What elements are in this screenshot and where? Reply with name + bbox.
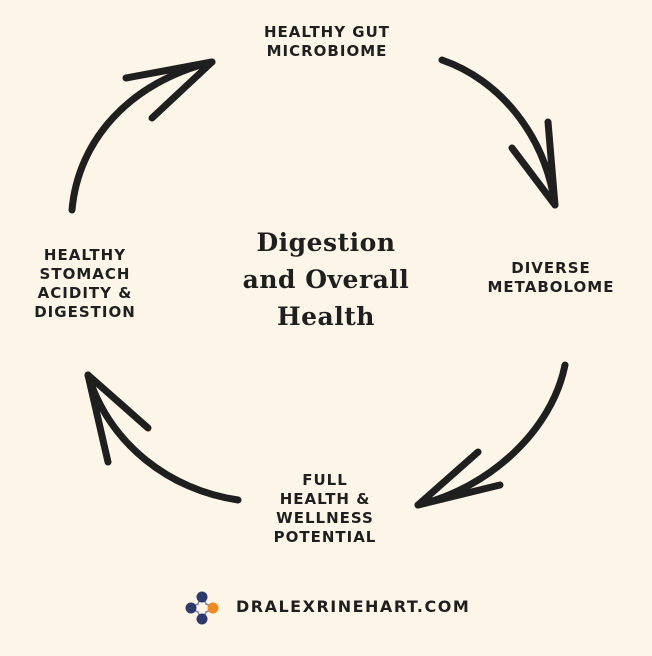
node-healthy-stomach-acidity-digestion: HEALTHY STOMACH ACIDITY & DIGESTION — [10, 246, 160, 322]
arrow-top-to-right — [438, 56, 559, 209]
center-title-line: and Overall — [242, 265, 410, 294]
website-url[interactable]: DRALEXRINEHART.COM — [236, 597, 471, 616]
center-title-line: Health — [277, 302, 375, 331]
node-healthy-gut-microbiome: HEALTHY GUT MICROBIOME — [236, 23, 418, 61]
node-line: METABOLOME — [487, 278, 615, 296]
node-line: DIVERSE — [511, 259, 591, 277]
arrow-bottom-to-left — [84, 371, 242, 504]
node-line: MICROBIOME — [266, 42, 388, 60]
node-full-health-wellness-potential: FULL HEALTH & WELLNESS POTENTIAL — [250, 471, 400, 547]
node-diverse-metabolome: DIVERSE METABOLOME — [470, 259, 632, 297]
four-dots-cross-logo-icon — [185, 591, 219, 625]
node-line: STOMACH — [39, 265, 131, 283]
node-line: DIGESTION — [34, 303, 136, 321]
arrow-right-to-bottom — [414, 361, 569, 509]
arrow-left-to-top — [68, 58, 216, 214]
node-line: WELLNESS — [276, 509, 374, 527]
node-line: HEALTHY — [43, 246, 127, 264]
node-line: POTENTIAL — [273, 528, 377, 546]
footer-brand: DRALEXRINEHART.COM — [180, 586, 480, 630]
node-line: HEALTHY GUT — [263, 23, 391, 41]
center-title: Digestion and Overall Health — [206, 224, 446, 335]
node-line: FULL — [302, 471, 348, 489]
node-line: ACIDITY & — [37, 284, 133, 302]
center-title-line: Digestion — [256, 228, 396, 257]
node-line: HEALTH & — [279, 490, 371, 508]
